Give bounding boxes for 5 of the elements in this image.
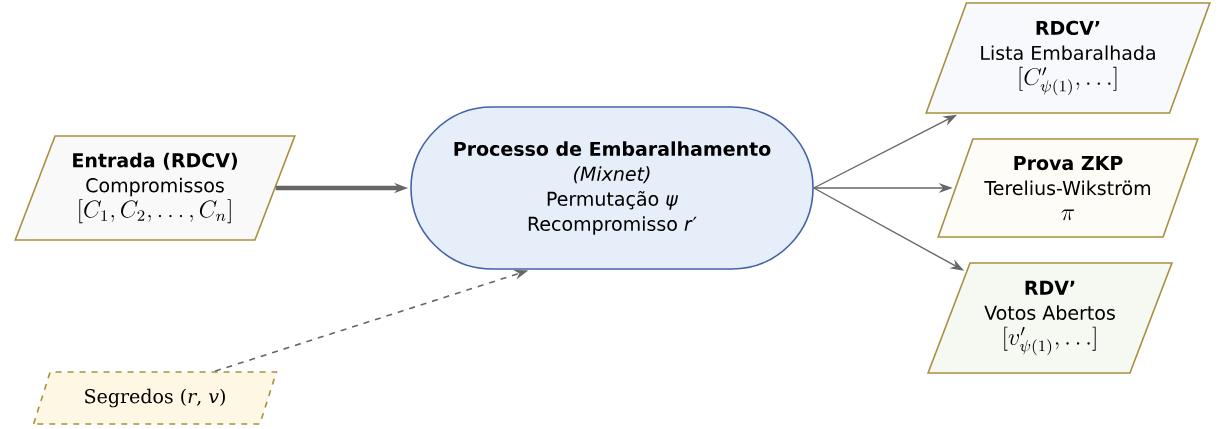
input-parallelogram: Segredos (r, v) <box>32 371 278 425</box>
input-parallelogram: Entrada (RDCV) Compromissos $[C_1, C_2, \ldots, C_n]$ <box>14 135 296 241</box>
output-parallelogram: RDCV’ Lista Embaralhada $[C'_{\psi(1)}, \ldots]$ <box>925 2 1211 114</box>
output-parallelogram: Prova ZKP Terelius-Wikström $\pi$ <box>937 138 1199 238</box>
process-box: Processo de Embaralhamento (Mixnet) Permutação ψ Recompromisso r′ <box>410 106 814 270</box>
